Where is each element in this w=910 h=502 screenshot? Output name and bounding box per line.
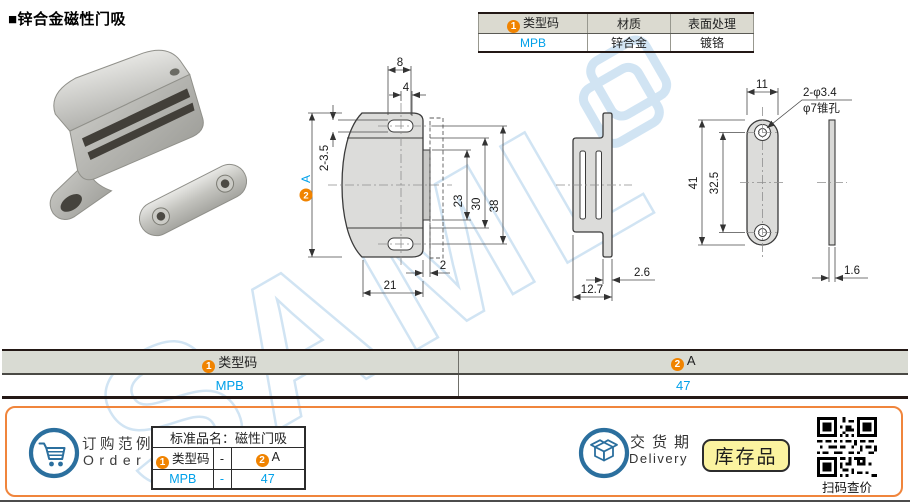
size-a-value: 47: [457, 374, 908, 397]
dim-23-label: 23: [453, 195, 465, 208]
stock-badge: 库存品: [702, 439, 790, 472]
page-bottom-rule: [0, 500, 910, 502]
order-header-a-label: A: [271, 450, 280, 464]
order-sep-value: -: [212, 469, 232, 489]
drawing-profile-view: 2.6 12.7: [556, 112, 655, 301]
order-a-value: 47: [230, 469, 306, 489]
dim-16-label: 1.6: [844, 265, 860, 277]
dim-8-label: 8: [397, 57, 403, 69]
product-photo: [49, 49, 248, 237]
size-data-row: MPB 47: [2, 374, 908, 397]
num-2-icon: 2: [670, 358, 684, 371]
dim-a-num: 2: [303, 191, 308, 202]
order-header-sep: -: [212, 447, 232, 470]
delivery-label-cn: 交货期: [630, 434, 697, 451]
num-1-icon: 1: [155, 456, 169, 469]
spec-header-code-label: 类型码: [522, 16, 559, 30]
dim-4-label: 4: [403, 82, 410, 94]
order-label-cn: 订购范例: [82, 437, 154, 453]
callout-csk-label: φ7锥孔: [803, 102, 840, 115]
dim-26-label: 2.6: [634, 267, 650, 279]
delivery-label-en: Delivery: [629, 451, 688, 466]
order-code-value: MPB: [151, 469, 214, 489]
num-2-icon: [299, 188, 313, 202]
qr-code: [817, 417, 877, 477]
spec-header-material: 材质: [587, 13, 671, 34]
size-header-a-label: A: [686, 353, 696, 368]
dim-38-label: 38: [489, 200, 501, 213]
catch-body-photo: [49, 49, 204, 221]
qr-caption: 扫码查价: [821, 481, 872, 495]
drawing-front-view: 8 4 2-3.5 2 A 23: [299, 57, 507, 297]
dim-325-label: 32.5: [709, 172, 721, 194]
size-header-code-label: 类型码: [218, 354, 258, 370]
dim-a-letter: A: [299, 175, 313, 183]
num-1-icon: 1: [506, 20, 520, 33]
spec-data-row: MPB 锌合金 镀铬: [478, 33, 754, 52]
size-code-value: MPB: [215, 377, 244, 393]
num-2-icon: 2: [255, 454, 269, 467]
dim-slot-label: 2-3.5: [319, 145, 331, 171]
dim-41-label: 41: [688, 177, 700, 190]
dim-2-label: 2: [440, 260, 446, 272]
dim-21-label: 21: [384, 280, 397, 292]
dim-30-label: 30: [471, 198, 483, 211]
spec-finish-value: 镀铬: [670, 33, 754, 52]
order-header-code-label: 类型码: [171, 452, 210, 466]
order-table-title: 标准品名：磁性门吸: [151, 426, 306, 448]
num-1-icon: 1: [202, 359, 216, 373]
delivery-icon: [578, 427, 630, 479]
dim-11-label: 11: [756, 79, 768, 91]
spec-material-value: 锌合金: [587, 33, 671, 52]
strike-plate-photo: [138, 163, 248, 237]
technical-drawings: 8 4 2-3.5 2 A 23: [299, 57, 868, 301]
order-table-title-row: 标准品名：磁性门吸: [151, 426, 306, 448]
callout-holes-label: 2-φ3.4: [803, 87, 837, 99]
order-info-box: [5, 406, 903, 497]
order-label-en: Order: [83, 452, 147, 468]
drawing-plate-view: 11 2-φ3.4 φ7锥孔 41 32.5 1.6: [688, 79, 868, 282]
spec-header-finish: 表面处理: [670, 13, 754, 34]
dim-127-label: 12.7: [581, 284, 603, 296]
page-title: ■锌合金磁性门吸: [8, 11, 127, 28]
spec-code-value: MPB: [478, 33, 588, 52]
order-table-value-row: MPB - 47: [151, 469, 306, 489]
cart-icon: [28, 427, 80, 479]
